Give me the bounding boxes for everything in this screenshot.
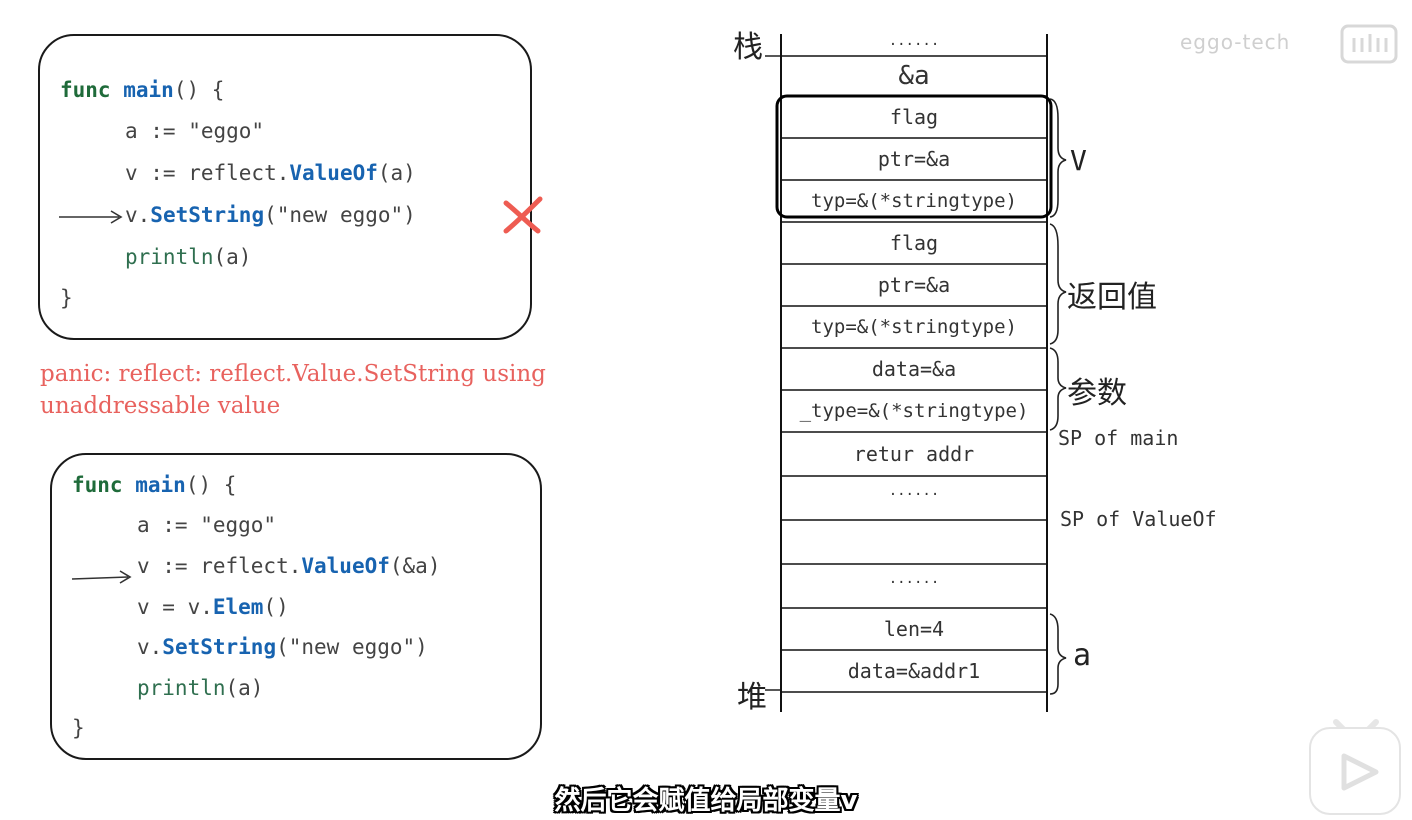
code2-line-1: func main() { [72, 473, 237, 497]
brace-label-a: a [1073, 638, 1092, 673]
ret-brace [1049, 223, 1067, 345]
brace-label-arguments: 参数 [1067, 376, 1127, 411]
stack-cell: &a [898, 61, 930, 91]
code1-line-5: println(a) [125, 245, 252, 269]
error-cross-icon [503, 196, 543, 234]
brace-label-return-values: 返回值 [1067, 280, 1157, 315]
stack-cell: typ=&(*stringtype) [811, 316, 1017, 338]
code2-line-4: v = v.Elem() [137, 595, 289, 619]
v-highlight-box [775, 94, 1053, 219]
pointer-arrow-icon [59, 210, 123, 224]
watermark-text: eggo-tech [1180, 30, 1291, 54]
stack-cell: flag [889, 231, 939, 255]
heap-bottom-label: 堆 [737, 680, 767, 715]
stack-cell: ptr=&a [877, 273, 951, 297]
play-button[interactable] [1306, 708, 1406, 818]
stack-cell: typ=&(*stringtype) [811, 190, 1017, 212]
code1-line-3: v := reflect.ValueOf(a) [125, 161, 416, 185]
pointer-arrow-icon [71, 570, 132, 584]
stack-cell [783, 520, 1045, 564]
panic-message: panic: reflect: reflect.Value.SetString … [40, 361, 546, 419]
code2-line-3: v := reflect.ValueOf(&a) [137, 554, 441, 578]
v-brace [1049, 98, 1067, 218]
stack-cell: _type=&(*stringtype) [799, 400, 1029, 422]
code-box-panic-example [38, 34, 532, 340]
play-icon [1341, 753, 1379, 791]
sp-of-main-label: SP of main [1058, 426, 1179, 450]
stack-row-dividers [781, 55, 1047, 693]
code2-line-5: v.SetString("new eggo") [137, 635, 428, 659]
code1-line-4: v.SetString("new eggo") [125, 203, 416, 227]
a-brace [1049, 613, 1067, 695]
stack-cell: ...... [888, 33, 940, 49]
stack-top-label: 栈 [733, 30, 763, 65]
stack-cell: data=&addr1 [847, 659, 981, 683]
stack-cell: len=4 [883, 617, 945, 641]
code-box-fixed-example [50, 453, 542, 760]
args-brace [1049, 347, 1067, 431]
stack-cell: flag [889, 105, 939, 129]
bilibili-logo-watermark-icon [1340, 24, 1398, 64]
stack-cell: ptr=&a [877, 147, 951, 171]
code1-line-1: func main() { [60, 78, 225, 102]
video-subtitle: 然后它会赋值给局部变量v [554, 786, 858, 816]
stack-cell: ...... [888, 483, 940, 499]
code2-line-6: println(a) [137, 676, 264, 700]
code2-line-2: a := "eggo" [137, 513, 277, 537]
code2-line-7: } [72, 716, 85, 740]
brace-label-v: V [1070, 144, 1087, 177]
stack-cell: ...... [888, 571, 940, 587]
sp-of-valueof-label: SP of ValueOf [1060, 507, 1217, 531]
code1-line-6: } [60, 286, 73, 310]
stack-cell: data=&a [871, 357, 957, 381]
stack-cell: retur addr [853, 442, 975, 466]
code1-line-2: a := "eggo" [125, 119, 265, 143]
